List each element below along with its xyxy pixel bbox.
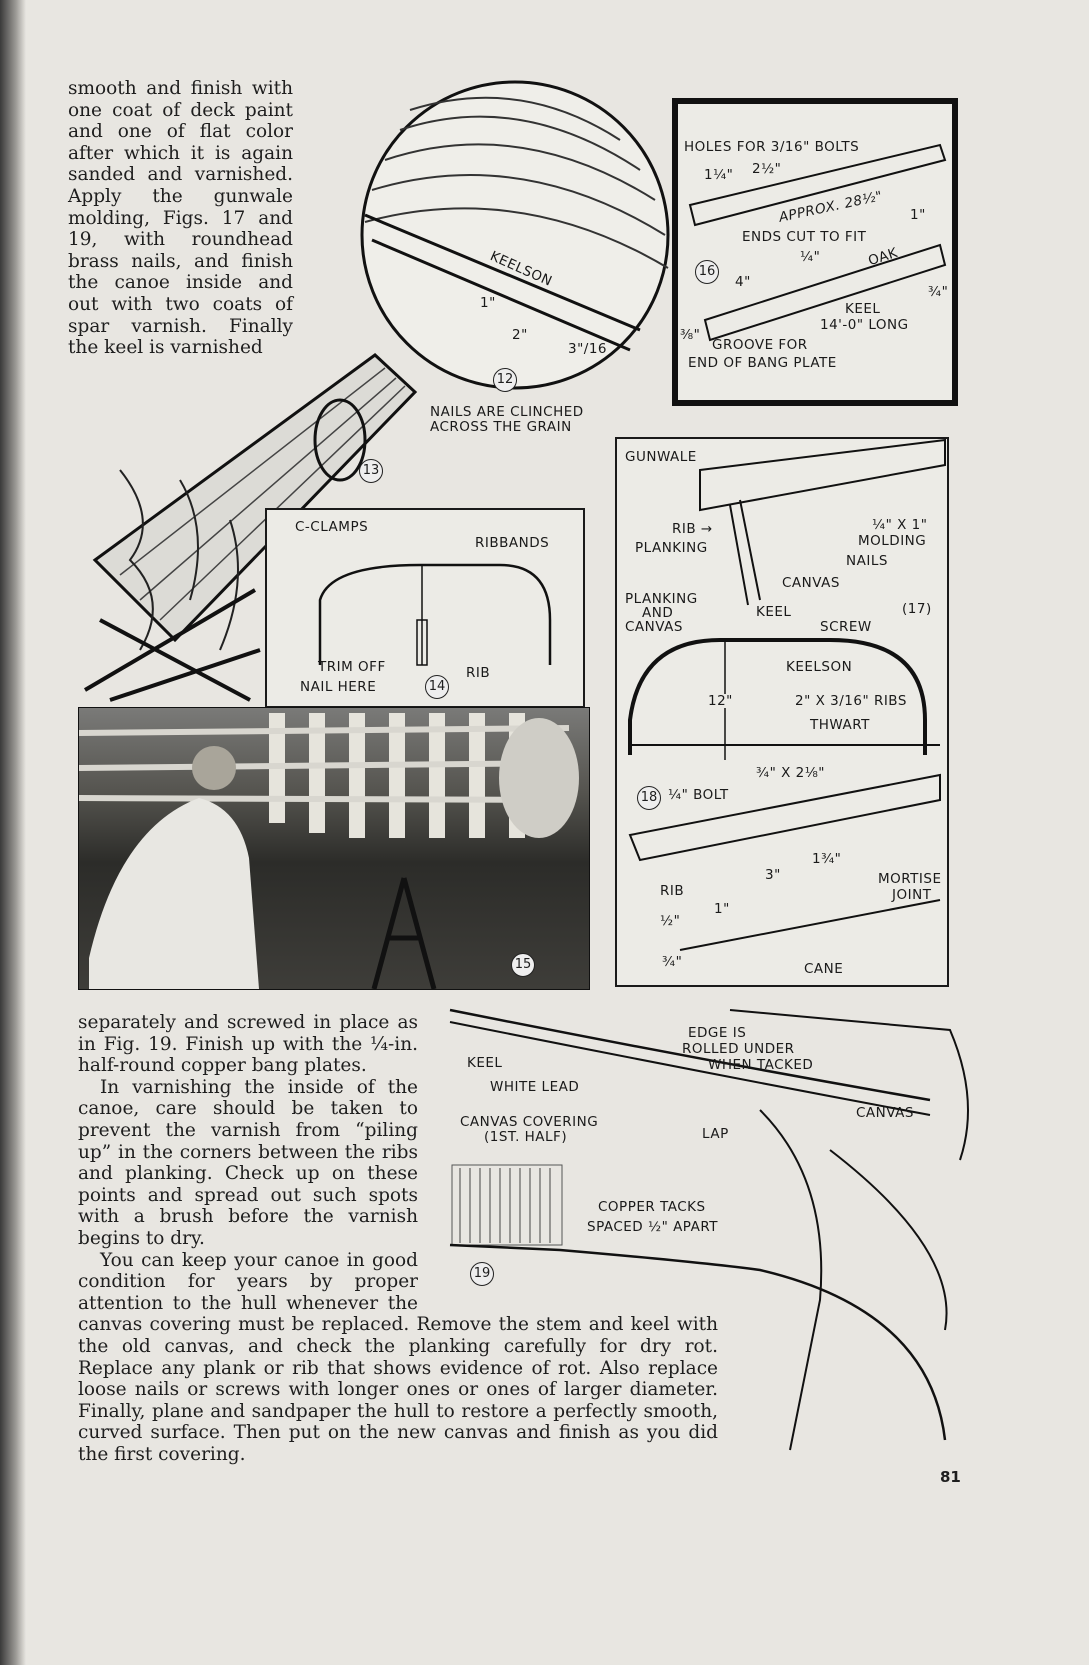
- fig18-dim: ¾": [662, 954, 683, 970]
- fig13-drawing: [83, 353, 418, 702]
- fig16-ends-label: ENDS CUT TO FIT: [742, 229, 867, 245]
- fig17-molding-label: MOLDING: [858, 533, 927, 549]
- paragraph-part: canvas covering must be replaced. Remove…: [78, 1314, 718, 1465]
- fig16-dim: 4": [735, 274, 751, 290]
- page-number: 81: [940, 1468, 961, 1486]
- fig16-dim: 1": [910, 207, 926, 223]
- fig17-drawing: [628, 438, 946, 951]
- fig19-tacks-label: COPPER TACKS: [598, 1199, 706, 1215]
- page-binding-shadow: [0, 0, 26, 1665]
- fig18-rib-label: RIB: [660, 883, 685, 899]
- fig14-number: 14: [425, 675, 449, 699]
- fig18-bolt-label: ¼" BOLT: [668, 787, 729, 803]
- fig12-dim-label: 3"/16: [568, 341, 608, 357]
- fig18-dim: 1": [714, 901, 730, 917]
- fig17-nails-label: NAILS: [846, 553, 888, 569]
- fig18-size-label: ¾" X 2⅛": [756, 765, 826, 781]
- paragraph-part: You can keep your canoe in good conditio…: [78, 1249, 418, 1314]
- fig18-mortise-label: MORTISE: [878, 871, 942, 887]
- figure-wrap-spacer: [418, 1012, 718, 1294]
- fig19-covering-label: (1ST. HALF): [484, 1129, 568, 1145]
- fig16-dim: ⅜": [680, 327, 701, 343]
- fig16-dim: ¾": [928, 284, 949, 300]
- article-text-bottom: separately and screwed in place as in Fi…: [78, 1012, 718, 1465]
- fig12-dim-label: 1": [480, 295, 496, 311]
- fig16-groove-label: END OF BANG PLATE: [688, 355, 837, 371]
- fig16-groove-label: GROOVE FOR: [712, 337, 808, 353]
- fig17-ribs-label: 2" X 3/16" RIBS: [795, 693, 907, 709]
- fig12-drawing: [360, 80, 670, 390]
- fig14-c-clamps-label: C-CLAMPS: [295, 519, 369, 535]
- fig16-dim: 2½": [752, 161, 782, 177]
- fig19-lap-label: LAP: [702, 1126, 729, 1142]
- paragraph: smooth and finish with one coat of deck …: [68, 78, 293, 359]
- fig17-keel-label: KEEL: [756, 604, 792, 620]
- fig16-holes-label: HOLES FOR 3/16" BOLTS: [684, 139, 860, 155]
- fig17-gunwale-label: GUNWALE: [625, 449, 697, 465]
- fig19-covering-label: CANVAS COVERING: [460, 1114, 599, 1130]
- fig17-planking-label: PLANKING: [635, 540, 708, 556]
- fig14-drawing: [318, 563, 552, 666]
- fig16-drawing: [688, 143, 947, 342]
- fig12-caption: ACROSS THE GRAIN: [430, 419, 572, 435]
- fig18-mortise-label: JOINT: [892, 887, 932, 903]
- fig12-number: 12: [493, 368, 517, 392]
- fig16-panel: [672, 98, 958, 406]
- fig18-dim: 1¾": [812, 851, 842, 867]
- fig16-number: 16: [695, 260, 719, 284]
- fig16-keel-label: KEEL: [845, 301, 881, 317]
- fig15-number: 15: [511, 953, 535, 977]
- article-text-top: smooth and finish with one coat of deck …: [68, 78, 293, 359]
- fig14-ribbands-label: RIBBANDS: [475, 535, 550, 551]
- fig17-molding-size: ¼" X 1": [872, 517, 928, 533]
- fig19-canvas-label: CANVAS: [856, 1105, 914, 1121]
- paragraph: In varnishing the inside of the canoe, c…: [78, 1076, 418, 1249]
- fig19-number: 19: [470, 1262, 494, 1286]
- fig15-photo: [78, 707, 590, 990]
- fig17-thwart-label: THWART: [810, 717, 870, 733]
- fig17-planking-canvas-label: CANVAS: [625, 619, 683, 635]
- fig18-dim: ½": [660, 913, 681, 929]
- fig19-edge-label: ROLLED UNDER: [682, 1041, 795, 1057]
- fig13-number: 13: [359, 459, 383, 483]
- fig18-cane-label: CANE: [804, 961, 844, 977]
- fig16-keel-length: 14'-0" LONG: [820, 317, 909, 333]
- fig17-keelson-label: KEELSON: [786, 659, 853, 675]
- fig14-trim-label: NAIL HERE: [300, 679, 377, 695]
- fig14-trim-label: TRIM OFF: [318, 659, 386, 675]
- fig17-18-panel: [615, 437, 949, 987]
- fig16-dim: ¼": [800, 249, 821, 265]
- fig19-white-lead-label: WHITE LEAD: [490, 1079, 580, 1095]
- fig18-dim: 3": [765, 867, 781, 883]
- fig19-tacks-label: SPACED ½" APART: [587, 1219, 718, 1235]
- fig18-number: 18: [637, 786, 661, 810]
- fig17-planking-canvas-label: AND: [642, 605, 674, 621]
- fig17-rib-label: RIB →: [672, 521, 713, 537]
- fig12-caption: NAILS ARE CLINCHED: [430, 404, 584, 420]
- fig17-screw-label: SCREW: [820, 619, 872, 635]
- fig17-canvas-label: CANVAS: [782, 575, 840, 591]
- fig19-keel-label: KEEL: [467, 1055, 503, 1071]
- fig14-rib-label: RIB: [466, 665, 491, 681]
- fig17-planking-canvas-label: PLANKING: [625, 591, 698, 607]
- fig16-dim: 1¼": [704, 167, 734, 183]
- fig19-edge-label: WHEN TACKED: [708, 1057, 814, 1073]
- fig19-edge-label: EDGE IS: [688, 1025, 747, 1041]
- fig17-number: (17): [902, 601, 932, 617]
- fig19-drawing: [449, 1008, 969, 1451]
- paragraph: separately and screwed in place as in Fi…: [78, 1012, 418, 1077]
- fig14-panel: [265, 508, 585, 708]
- fig12-dim-label: 2": [512, 327, 528, 343]
- fig17-height-dim: 12": [708, 693, 733, 709]
